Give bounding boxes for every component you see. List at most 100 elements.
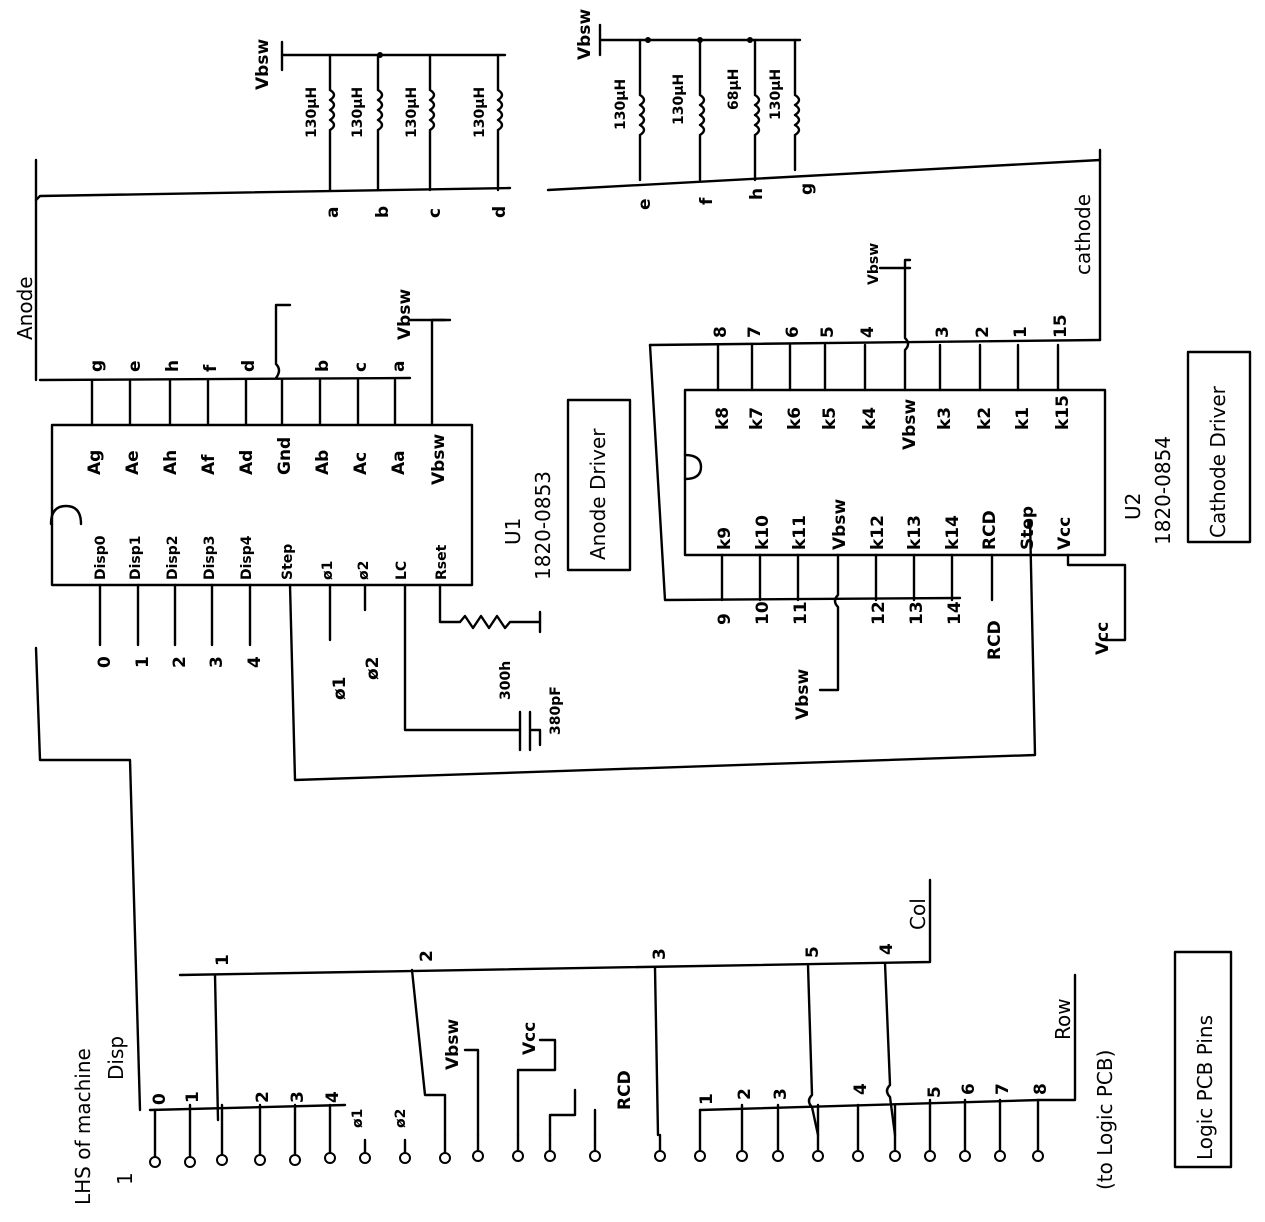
schematic-label: Vbsw xyxy=(866,243,882,285)
cathode-inductor: 130µH xyxy=(671,38,706,182)
schematic-label: c xyxy=(351,362,371,372)
cathode-inductor: 130µH xyxy=(768,38,801,172)
schematic-label: 4 xyxy=(877,943,897,955)
schematic-label: k13 xyxy=(905,515,925,550)
schematic-label: h xyxy=(163,360,183,372)
schematic-label: 130µH xyxy=(613,79,629,130)
connector-pin xyxy=(589,1150,601,1162)
connector-pin xyxy=(852,1150,864,1162)
connector-pin xyxy=(959,1150,971,1162)
schematic-label: 2 xyxy=(735,1088,755,1100)
schematic-label: 1820-0854 xyxy=(1151,436,1175,545)
schematic-label: k4 xyxy=(860,407,880,430)
schematic-label: 2 xyxy=(973,326,993,338)
schematic-label: 4 xyxy=(858,326,878,338)
schematic-label: 0 xyxy=(150,1093,170,1105)
schematic-label: 2 xyxy=(417,950,437,962)
schematic-label: Step xyxy=(1018,506,1038,550)
schematic-label: g xyxy=(797,183,817,195)
connector-pin xyxy=(889,1150,901,1162)
connector-pin xyxy=(472,1150,484,1162)
schematic-label: 2 xyxy=(170,656,190,668)
connector-pin xyxy=(439,1152,451,1164)
schematic-label: k10 xyxy=(753,515,773,550)
connector-pin xyxy=(736,1150,748,1162)
schematic-label: 15 xyxy=(1051,314,1071,338)
schematic-label: 9 xyxy=(715,613,735,625)
connector-pin xyxy=(924,1150,936,1162)
schematic-label: Gnd xyxy=(275,437,295,475)
schematic-label: k5 xyxy=(820,407,840,430)
u1-title: Anode Driver xyxy=(586,428,610,560)
schematic-label: 5 xyxy=(818,326,838,338)
u2-title: Cathode Driver xyxy=(1206,385,1230,538)
schematic-label: Ad xyxy=(237,450,257,475)
schematic-label: 130µH xyxy=(404,87,420,138)
anode-inductor-bank: Vbsw 130µH 130µH 130µH 130µH a b c d xyxy=(34,39,512,382)
schematic-label: b xyxy=(313,360,333,372)
schematic-label: 14 xyxy=(945,601,965,625)
schematic-label: 7 xyxy=(745,326,765,338)
schematic-label: Disp2 xyxy=(165,535,181,580)
schematic-label: ø1 xyxy=(330,676,350,700)
schematic-label: f xyxy=(697,197,717,205)
schematic-label: Disp1 xyxy=(128,535,144,580)
schematic-label: Vcc xyxy=(1093,622,1113,655)
schematic-label: 130µH xyxy=(350,87,366,138)
schematic-label: Ac xyxy=(351,452,371,475)
schematic-label: 1 xyxy=(697,1093,717,1105)
schematic-label: 130µH xyxy=(472,87,488,138)
vbsw-label: Vbsw xyxy=(253,39,273,90)
schematic-label: Vbsw xyxy=(429,434,449,485)
schematic-label: 6 xyxy=(783,326,803,338)
cathode-inductor: 68µH xyxy=(726,38,761,182)
connector-pin xyxy=(772,1150,784,1162)
connector-pin xyxy=(694,1150,706,1162)
schematic-label: 1 xyxy=(1011,326,1031,338)
schematic-label: 130µH xyxy=(768,69,784,120)
anode-label: Anode xyxy=(13,276,37,340)
schematic-label: Af xyxy=(199,454,219,475)
cathode-inductor: 130µH xyxy=(613,38,646,182)
schematic-label: 11 xyxy=(791,601,811,625)
schematic-label: Ab xyxy=(313,450,333,475)
schematic-label: d xyxy=(239,360,259,372)
schematic-label: k15 xyxy=(1053,395,1073,430)
anode-inductor: 130µH xyxy=(304,53,336,192)
schematic-label: 4 xyxy=(245,656,265,668)
cathode-inductor-bank: Vbsw 130µH 130µH 68µH 130µH e f h g xyxy=(546,9,1102,342)
schematic-label: Disp3 xyxy=(202,535,218,580)
anode-inductor: 130µH xyxy=(404,53,436,192)
schematic-label: Disp4 xyxy=(239,535,255,580)
schematic-label: g xyxy=(87,360,107,372)
schematic-label: Vbsw xyxy=(830,499,850,550)
schematic-label: Ag xyxy=(85,450,105,475)
u1-anode-driver: Vbsw g e h f d b c a Ag Ae Ah Af Ad Gnd … xyxy=(38,289,1037,782)
schematic-label: Ah xyxy=(161,450,181,475)
schematic-label: d xyxy=(490,206,510,218)
schematic-label: 1 xyxy=(183,1091,203,1103)
schematic-label: 1 xyxy=(113,1172,137,1185)
schematic-label: 1 xyxy=(133,656,153,668)
schematic-label: k12 xyxy=(868,515,888,550)
schematic-label: 10 xyxy=(753,601,773,625)
schematic-label: U1 xyxy=(501,518,525,545)
schematic-label: 8 xyxy=(711,326,731,338)
schematic-label: Vbsw xyxy=(443,1019,463,1070)
connector-pin xyxy=(149,1156,161,1168)
schematic-label: Disp0 xyxy=(93,535,109,580)
schematic-label: Vcc xyxy=(520,1022,540,1055)
schematic-label: 5 xyxy=(925,1086,945,1098)
schematic-label: Vbsw xyxy=(793,669,813,720)
schematic-label: Vbsw xyxy=(900,399,920,450)
schematic-label: f xyxy=(201,364,221,372)
schematic-label: h xyxy=(747,188,767,200)
lhs-label: LHS of machine xyxy=(71,1048,95,1205)
schematic-label: 130µH xyxy=(671,74,687,125)
schematic-label: k6 xyxy=(785,407,805,430)
schematic-label: RCD xyxy=(985,620,1005,660)
schematic-label: 7 xyxy=(993,1083,1013,1095)
anode-inductor: 130µH xyxy=(472,53,504,192)
schematic-label: 3 xyxy=(650,948,670,960)
